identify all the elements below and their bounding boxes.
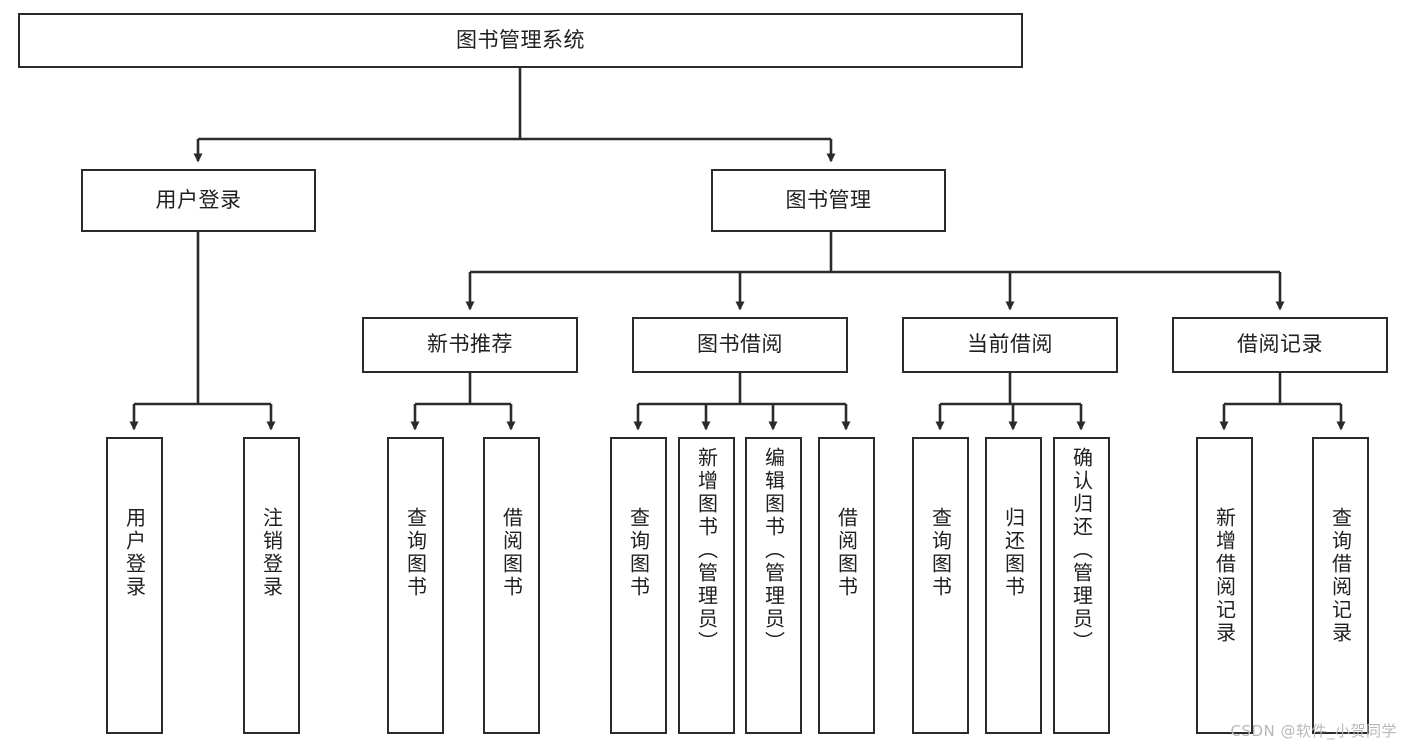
node-current-borrow[interactable]: 当前借阅 bbox=[902, 317, 1118, 373]
node-user-login[interactable]: 用户登录 bbox=[81, 169, 316, 232]
leaf-user-logout-label: 注销登录 bbox=[259, 507, 284, 599]
leaf-query-book-borrow-label: 查询图书 bbox=[626, 507, 651, 599]
leaf-borrow-book-recommend[interactable]: 借阅图书 bbox=[483, 437, 540, 734]
node-current-borrow-label: 当前借阅 bbox=[967, 332, 1053, 357]
leaf-add-borrow-record-label: 新增借阅记录 bbox=[1212, 507, 1237, 645]
leaf-user-logout[interactable]: 注销登录 bbox=[243, 437, 300, 734]
node-user-login-label: 用户登录 bbox=[155, 187, 242, 212]
leaf-add-book-admin[interactable]: 新增图书（管理员） bbox=[678, 437, 735, 734]
node-root-label: 图书管理系统 bbox=[456, 27, 585, 52]
node-book-borrow-label: 图书借阅 bbox=[697, 332, 783, 357]
watermark-text: CSDN @软件_小贺同学 bbox=[1230, 722, 1397, 740]
leaf-borrow-book-label: 借阅图书 bbox=[834, 507, 859, 599]
node-book-management[interactable]: 图书管理 bbox=[711, 169, 946, 232]
leaf-confirm-return-admin[interactable]: 确认归还（管理员） bbox=[1053, 437, 1110, 734]
leaf-query-borrow-record[interactable]: 查询借阅记录 bbox=[1312, 437, 1369, 734]
leaf-query-borrow-record-label: 查询借阅记录 bbox=[1328, 507, 1353, 645]
leaf-query-book-recommend[interactable]: 查询图书 bbox=[387, 437, 444, 734]
node-borrow-records[interactable]: 借阅记录 bbox=[1172, 317, 1388, 373]
leaf-user-login[interactable]: 用户登录 bbox=[106, 437, 163, 734]
leaf-add-borrow-record[interactable]: 新增借阅记录 bbox=[1196, 437, 1253, 734]
leaf-return-book[interactable]: 归还图书 bbox=[985, 437, 1042, 734]
leaf-query-book-current[interactable]: 查询图书 bbox=[912, 437, 969, 734]
node-new-book-recommend[interactable]: 新书推荐 bbox=[362, 317, 578, 373]
node-root[interactable]: 图书管理系统 bbox=[18, 13, 1023, 68]
leaf-edit-book-admin-label: 编辑图书（管理员） bbox=[761, 447, 786, 654]
leaf-query-book-borrow[interactable]: 查询图书 bbox=[610, 437, 667, 734]
leaf-borrow-book[interactable]: 借阅图书 bbox=[818, 437, 875, 734]
leaf-add-book-admin-label: 新增图书（管理员） bbox=[694, 447, 719, 654]
leaf-return-book-label: 归还图书 bbox=[1001, 507, 1026, 599]
node-borrow-records-label: 借阅记录 bbox=[1237, 332, 1323, 357]
leaf-user-login-label: 用户登录 bbox=[122, 507, 147, 599]
leaf-edit-book-admin[interactable]: 编辑图书（管理员） bbox=[745, 437, 802, 734]
leaf-query-book-recommend-label: 查询图书 bbox=[403, 507, 428, 599]
leaf-borrow-book-recommend-label: 借阅图书 bbox=[499, 507, 524, 599]
leaf-query-book-current-label: 查询图书 bbox=[928, 507, 953, 599]
node-book-management-label: 图书管理 bbox=[785, 187, 872, 212]
leaf-confirm-return-admin-label: 确认归还（管理员） bbox=[1069, 447, 1094, 654]
node-new-book-recommend-label: 新书推荐 bbox=[427, 332, 513, 357]
node-book-borrow[interactable]: 图书借阅 bbox=[632, 317, 848, 373]
